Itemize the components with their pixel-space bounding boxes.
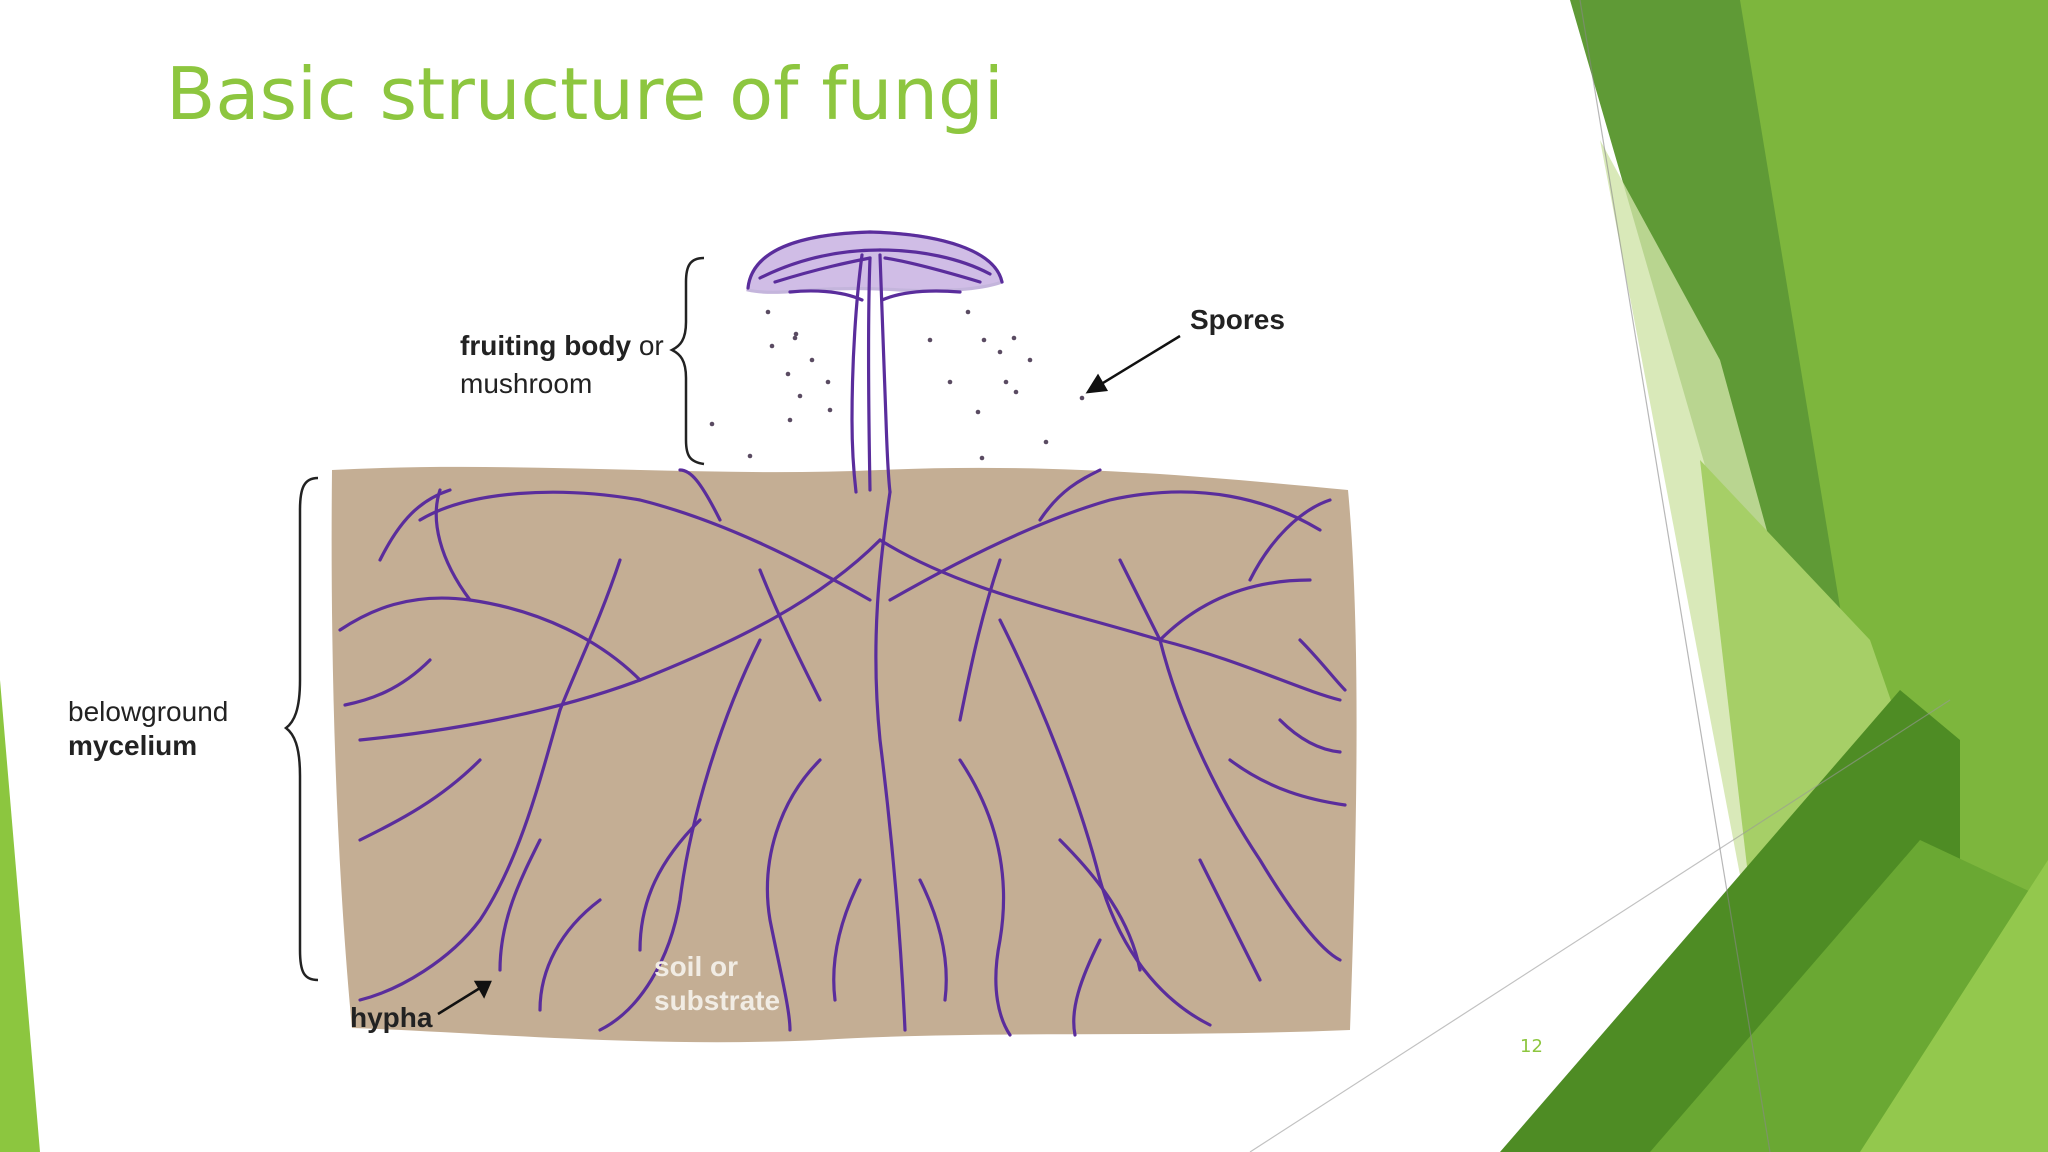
spores-label: Spores: [1190, 306, 1285, 334]
mycelium-brace: [283, 476, 319, 982]
soil-label-line2: substrate: [654, 984, 781, 1016]
mushroom: [746, 230, 1004, 494]
hypha-label-text: hypha: [350, 1002, 433, 1033]
spores-label-text: Spores: [1190, 304, 1285, 335]
bottom-light-green-shape: [1860, 860, 2048, 1152]
mushroom-label: mushroom: [460, 368, 593, 399]
soil-label-line1: soil or: [654, 951, 739, 982]
mycelium-label: mycelium: [68, 732, 197, 760]
thin-line-1: [1579, 0, 1771, 1152]
fruiting-body-label-bold: fruiting body: [460, 330, 632, 361]
fruiting-body-label-rest: or: [631, 330, 664, 361]
soil-label: soil or substrate: [654, 950, 780, 1017]
hypha-label: hypha: [350, 1004, 432, 1032]
slide-title: Basic structure of fungi: [166, 52, 1004, 136]
fruiting-body-brace: [669, 256, 705, 466]
mycelium-label-text: mycelium: [68, 730, 198, 761]
spores-arrow: [1085, 334, 1181, 394]
soil-block: [331, 466, 1357, 1043]
spores: [709, 309, 1085, 461]
page-number: 12: [1520, 1036, 1543, 1057]
left-green-strip: [0, 680, 40, 1152]
mycelium-network: [338, 468, 1347, 1037]
belowground-label: belowground: [68, 696, 229, 727]
fruiting-body-label: fruiting body or: [460, 332, 664, 360]
hypha-arrow: [437, 980, 492, 1016]
thin-line-2: [1249, 699, 1951, 1152]
